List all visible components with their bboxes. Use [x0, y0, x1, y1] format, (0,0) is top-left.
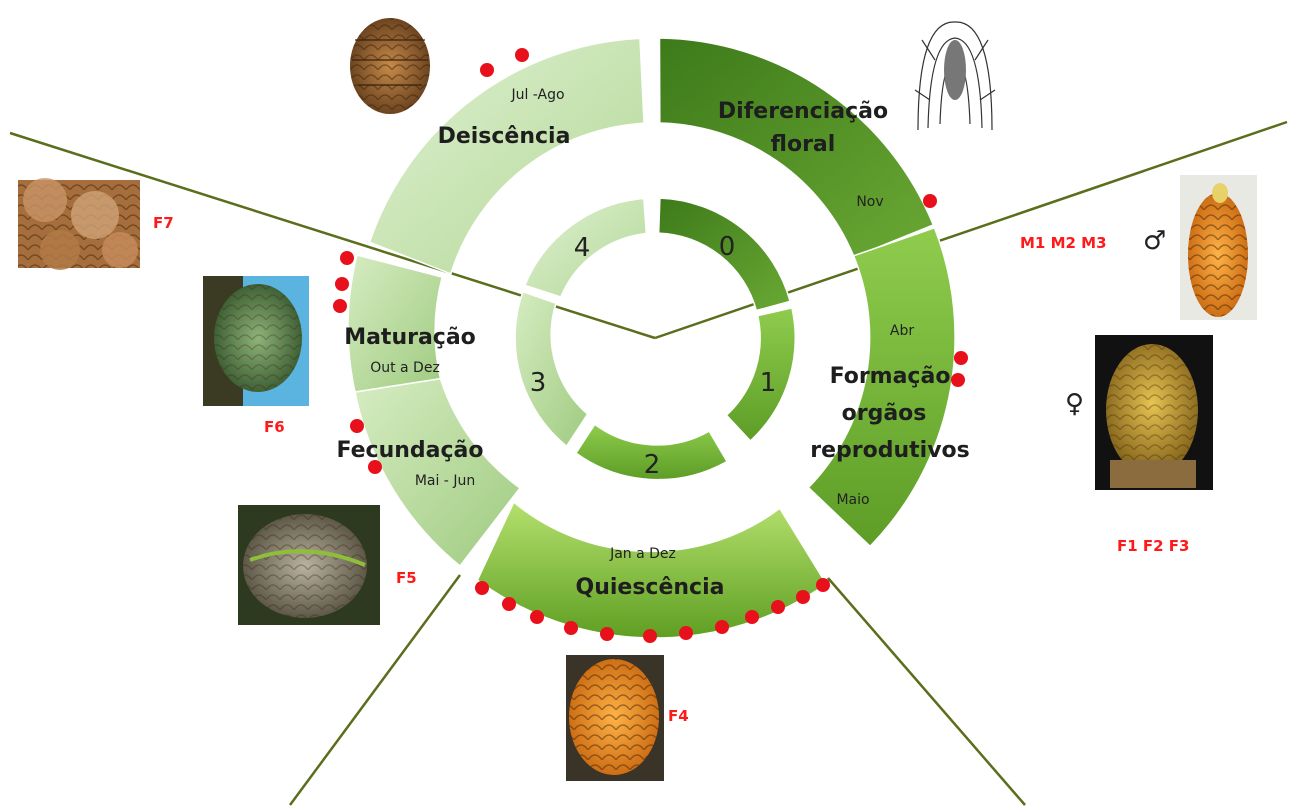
stage-label-f6: F6: [264, 418, 285, 436]
stage-label-male: M1 M2 M3: [1020, 234, 1107, 252]
phase-title-formacao-line1: Formação: [830, 364, 951, 389]
photo-f5-cone: [238, 505, 380, 625]
photo-male-cone: [1180, 175, 1257, 320]
phase-title-formacao-line2: orgãos: [842, 401, 927, 426]
phase-title-deiscencia: Deiscência: [438, 124, 571, 149]
marker-dot: [679, 626, 693, 640]
marker-dot: [502, 597, 516, 611]
marker-dot: [530, 610, 544, 624]
marker-dot: [600, 627, 614, 641]
marker-dot: [954, 351, 968, 365]
photo-f4-cone: [566, 655, 664, 781]
marker-dot: [333, 299, 347, 313]
phase-period-fecundacao: Mai - Jun: [415, 473, 475, 489]
phase-period-deiscencia: Jul -Ago: [510, 87, 564, 103]
inner-segment-3: [515, 292, 588, 447]
marker-dot: [350, 419, 364, 433]
divider-line-lower-right: [828, 578, 1025, 805]
marker-dot: [475, 581, 489, 595]
inner-number-1: 1: [760, 368, 777, 398]
marker-dot: [515, 48, 529, 62]
phase-title-quiescencia: Quiescência: [576, 575, 725, 600]
inner-number-0: 0: [719, 232, 736, 262]
stage-label-f4: F4: [668, 707, 689, 725]
photo-female-cone: [1095, 335, 1213, 490]
marker-dot: [340, 251, 354, 265]
inner-number-4: 4: [574, 233, 591, 263]
inner-number-2: 2: [644, 450, 661, 480]
segment-quiescencia: [477, 502, 826, 638]
photo-open-cone: [350, 18, 430, 114]
marker-dot: [771, 600, 785, 614]
stage-label-f5: F5: [396, 569, 417, 587]
inner-ring: [515, 198, 795, 480]
female-symbol: ♀: [1065, 389, 1084, 419]
phase-period-formacao-start: Abr: [890, 323, 914, 339]
male-symbol: ♂: [1143, 226, 1166, 256]
phase-title-diferenciacao-line2: floral: [771, 132, 836, 157]
phase-period-maturacao: Out a Dez: [370, 360, 440, 376]
marker-dot: [480, 63, 494, 77]
marker-dot: [796, 590, 810, 604]
marker-dot: [564, 621, 578, 635]
phase-title-fecundacao: Fecundação: [336, 438, 483, 463]
inner-number-3: 3: [530, 368, 547, 398]
phase-title-diferenciacao-line1: Diferenciação: [718, 99, 888, 124]
stage-label-female: F1 F2 F3: [1117, 537, 1190, 555]
stage-label-f7: F7: [153, 214, 174, 232]
marker-dot: [643, 629, 657, 643]
photo-f7-cones: [18, 178, 140, 270]
marker-dot: [923, 194, 937, 208]
marker-dot: [745, 610, 759, 624]
phase-period-diferenciacao: Nov: [856, 194, 883, 210]
photo-f6-cone: [203, 276, 309, 406]
marker-dot: [335, 277, 349, 291]
sketch-floral-bud: [915, 22, 995, 130]
marker-dot: [368, 460, 382, 474]
phase-period-formacao-end: Maio: [836, 492, 869, 508]
marker-dot: [816, 578, 830, 592]
phase-title-formacao-line3: reprodutivos: [810, 438, 970, 463]
marker-dot: [715, 620, 729, 634]
marker-dot: [951, 373, 965, 387]
phase-period-quiescencia: Jan a Dez: [609, 546, 676, 562]
phase-title-maturacao: Maturação: [344, 325, 476, 350]
